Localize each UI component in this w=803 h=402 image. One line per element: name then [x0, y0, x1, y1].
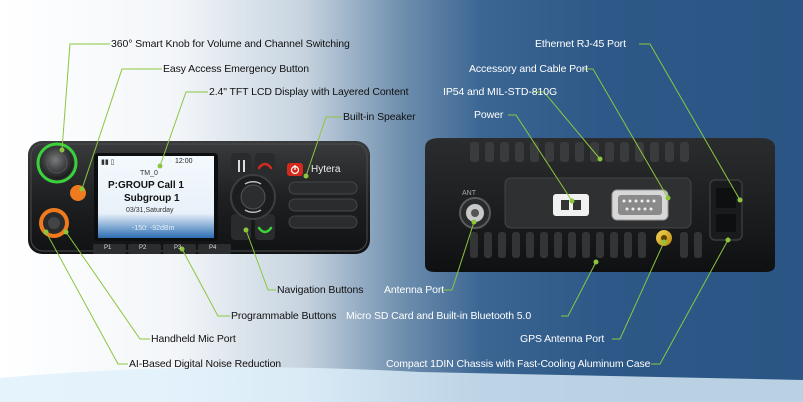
- label-gps-antenna: GPS Antenna Port: [520, 333, 605, 345]
- lcd-group: P:GROUP Call 1: [108, 180, 184, 191]
- lcd-screen: [98, 156, 214, 238]
- softkey-p4: P4: [209, 245, 217, 251]
- label-speaker: Built-in Speaker: [343, 111, 416, 123]
- softkey-p1: P1: [104, 245, 112, 251]
- label-smart-knob: 360° Smart Knob for Volume and Channel S…: [111, 38, 350, 50]
- softkey-p2: P2: [139, 245, 147, 251]
- leader-dots: [43, 147, 743, 265]
- knob-ring: [36, 142, 78, 184]
- lcd-signal: -150: -92dBm: [132, 225, 175, 232]
- label-emergency-button: Easy Access Emergency Button: [163, 63, 310, 75]
- label-antenna-port: Antenna Port: [384, 284, 445, 296]
- label-power: Power: [474, 109, 504, 121]
- lcd-time: 12:00: [175, 158, 193, 165]
- bottom-swoosh: [0, 367, 803, 402]
- label-microsd-bluetooth: Micro SD Card and Built-in Bluetooth 5.0: [346, 310, 532, 322]
- label-accessory-port: Accessory and Cable Port: [469, 63, 588, 75]
- lcd-alias: TM_0: [140, 170, 158, 177]
- radio-front-panel: [28, 141, 370, 254]
- label-ethernet-port: Ethernet RJ-45 Port: [535, 38, 626, 50]
- leader-lines: [45, 43, 741, 365]
- lcd-status-icons: ▮▮ ▯: [101, 159, 115, 166]
- ant-label: ANT: [462, 190, 476, 197]
- softkey-p3: P3: [174, 245, 182, 251]
- label-ip54: IP54 and MIL-STD-810G: [443, 86, 558, 98]
- lcd-subgroup: Subgroup 1: [124, 193, 180, 204]
- smart-knob: [41, 147, 73, 179]
- label-chassis: Compact 1DIN Chassis with Fast-Cooling A…: [386, 358, 651, 370]
- label-navigation-buttons: Navigation Buttons: [277, 284, 364, 296]
- label-mic-port: Handheld Mic Port: [151, 333, 236, 345]
- lcd-date: 03/31,Saturday: [126, 207, 174, 214]
- label-lcd-display: 2.4" TFT LCD Display with Layered Conten…: [209, 86, 409, 98]
- label-noise-reduction: AI-Based Digital Noise Reduction: [129, 358, 282, 370]
- label-programmable-buttons: Programmable Buttons: [231, 310, 337, 322]
- power-connector: [553, 194, 589, 216]
- radio-back-panel: [425, 138, 775, 272]
- brand-logo: Hytera: [311, 164, 341, 175]
